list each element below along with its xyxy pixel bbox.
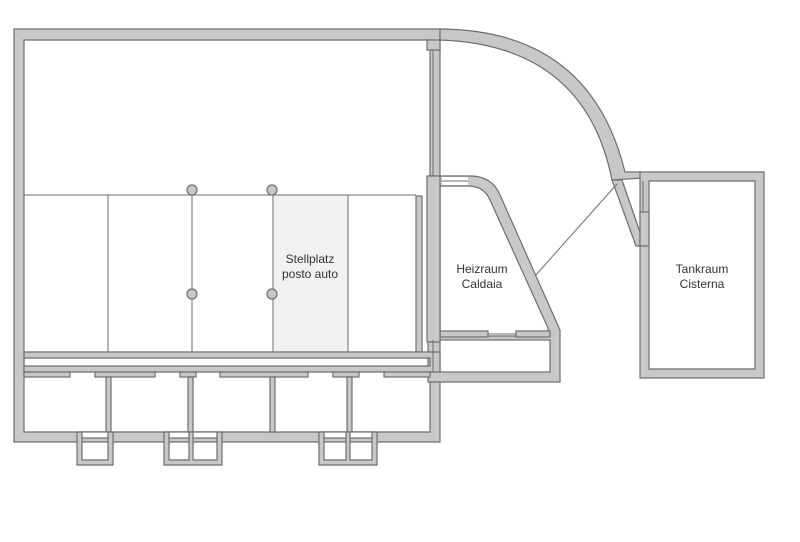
light-well-3 [318, 431, 378, 466]
boiler-bottom-wall-left [439, 330, 489, 338]
cellar-vwall-1 [105, 376, 112, 433]
tank-label-line2: Cisterna [680, 277, 725, 291]
corner-pillar [426, 39, 441, 51]
cellar-vwall-3 [269, 376, 276, 433]
column-3 [186, 288, 198, 300]
main-outer-wall [13, 28, 441, 443]
boiler-label-line2: Caldaia [462, 277, 503, 291]
cellar-wall-seg-4 [219, 371, 309, 378]
right-partition-wall [415, 195, 423, 353]
column-2 [266, 184, 278, 196]
tank-room-wall [639, 171, 765, 379]
boiler-label-line1: Heizraum [456, 262, 507, 276]
light-well-2 [163, 431, 223, 466]
tank-door-jamb [639, 211, 650, 247]
column-1 [186, 184, 198, 196]
curved-wall [439, 28, 643, 181]
tank-label-line1: Tankraum [676, 262, 729, 276]
diagonal-wall [611, 179, 643, 247]
corridor-wall [23, 351, 441, 373]
cellar-wall-seg-1 [23, 371, 71, 378]
cellar-wall-seg-5 [332, 371, 360, 378]
cellar-vwall-2 [187, 376, 194, 433]
cellar-vwall-4 [346, 376, 353, 433]
light-well-1 [76, 431, 114, 466]
cellar-wall-seg-6 [383, 371, 431, 378]
right-partition-wall-2 [426, 175, 441, 343]
cellar-wall-seg-2 [94, 371, 156, 378]
parking-space-highlight [273, 195, 348, 353]
boiler-lower-corridor [439, 339, 551, 373]
divider-line-diagonal [534, 183, 618, 277]
column-4 [266, 288, 278, 300]
parking-label-line1: Stellplatz [286, 252, 335, 266]
cellar-wall-seg-3 [179, 371, 197, 378]
boiler-bottom-wall-right [515, 330, 551, 338]
parking-label-line2: posto auto [282, 267, 338, 281]
